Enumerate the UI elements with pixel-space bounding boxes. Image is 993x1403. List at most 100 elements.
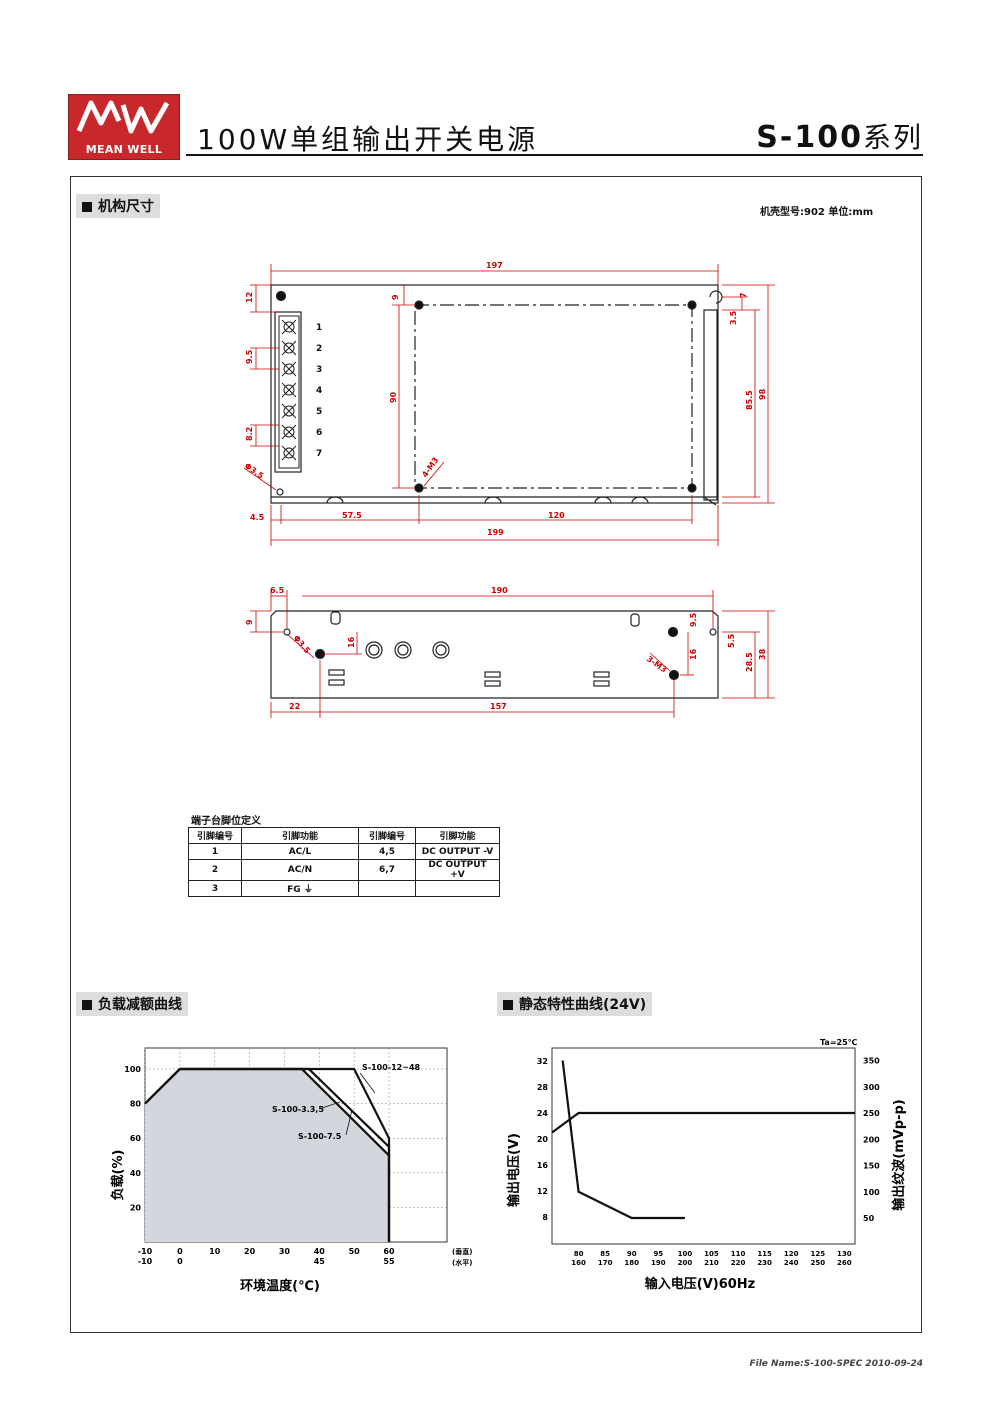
content-frame (70, 176, 922, 1333)
pin-header-3: 引脚编号 (358, 827, 416, 844)
static-plot-frame (551, 1047, 856, 1245)
static-xtick: 105 (704, 1250, 719, 1258)
pin-table-header: 引脚编号 引脚功能 引脚编号 引脚功能 (188, 827, 500, 844)
static-xtick-2: 230 (757, 1259, 772, 1267)
static-right-tick: 100 (863, 1188, 880, 1197)
dim-side-9: 9 (245, 619, 254, 625)
terminal-number-4: 4 (316, 386, 322, 396)
label-s100-3-3-5: S-100-3.3,5 (272, 1105, 324, 1114)
pin-cell: FG ⏚ (241, 880, 359, 897)
derating-xlabel: 环境温度(℃) (240, 1278, 320, 1294)
derating-xtick: 30 (279, 1247, 291, 1256)
static-right-tick: 300 (863, 1083, 880, 1092)
meanwell-logo: MEAN WELL (68, 94, 180, 160)
derating-xtick-2: 55 (383, 1257, 395, 1266)
dim-197: 197 (486, 261, 503, 270)
derating-ytick: 60 (130, 1134, 142, 1143)
static-section-title: 静态特性曲线(24V) (497, 992, 653, 1016)
dim-side-hole: Φ3.5 (291, 634, 312, 656)
pin-header-4: 引脚功能 (415, 827, 500, 844)
dim-7: 7 (739, 292, 748, 298)
derating-xtick-2: -10 (138, 1257, 153, 1266)
ripple-line (561, 1060, 685, 1220)
static-left-tick: 32 (537, 1057, 548, 1066)
static-left-tick: 8 (542, 1213, 548, 1222)
static-xtick: 110 (731, 1250, 746, 1258)
side-view-outline (270, 610, 719, 699)
static-xtick-2: 250 (810, 1259, 825, 1267)
dim-3-m3: 3-M3 (645, 654, 669, 674)
static-xtick-2: 240 (784, 1259, 799, 1267)
derating-ytick: 20 (130, 1203, 142, 1212)
static-xtick: 125 (810, 1250, 825, 1258)
static-xtick-2: 160 (571, 1259, 586, 1267)
dim-4-m3: 4-M3 (420, 456, 440, 480)
table-row: 3 FG ⏚ (188, 880, 500, 897)
pin-header-2: 引脚功能 (241, 827, 359, 844)
case-note: 机壳型号:902 单位:mm (760, 207, 874, 218)
dim-hole-3-5: Φ3.5 (243, 461, 266, 481)
dim-120: 120 (548, 511, 565, 520)
derating-section-title: 负载减额曲线 (76, 992, 188, 1016)
logo-brand-text: MEAN WELL (85, 143, 163, 156)
series-code: S-100 (756, 120, 863, 155)
axis-note-vertical: (垂直) (452, 1247, 472, 1256)
dim-28-5: 28.5 (745, 652, 754, 672)
static-xtick-2: 190 (651, 1259, 666, 1267)
static-right-tick: 350 (863, 1057, 880, 1066)
pin-cell: AC/N (241, 859, 359, 881)
derating-ytick: 40 (130, 1169, 142, 1178)
static-xtick: 130 (837, 1250, 852, 1258)
pin-cell (415, 880, 500, 897)
static-right-tick: 250 (863, 1109, 880, 1118)
derating-xtick: 20 (244, 1247, 256, 1256)
static-left-tick: 20 (537, 1135, 549, 1144)
derating-xtick: 60 (383, 1247, 395, 1256)
derating-ylabel: 负载(%) (110, 1150, 126, 1201)
label-s100-12-48: S-100-12~48 (362, 1063, 421, 1072)
side-view-drawing: 6.5 190 9 16 Φ3.5 3-M3 9.5 16 5.5 28.5 3… (245, 586, 775, 718)
dim-side-16: 16 (347, 636, 356, 648)
dim-38: 38 (758, 648, 767, 660)
pin-cell: 3 (188, 880, 242, 897)
pin-cell: AC/L (241, 843, 359, 860)
mechanical-title-text: 机构尺寸 (98, 199, 154, 215)
terminal-number-6: 6 (316, 428, 322, 438)
static-title-text: 静态特性曲线(24V) (519, 997, 647, 1013)
pin-table: 引脚编号 引脚功能 引脚编号 引脚功能 1 AC/L 4,5 DC OUTPUT… (188, 827, 500, 897)
static-xtick-2: 200 (678, 1259, 693, 1267)
ta-note: Ta=25℃ (820, 1038, 858, 1047)
mw-logo-icon (76, 100, 170, 134)
terminal-number-7: 7 (316, 449, 322, 459)
static-right-tick: 200 (863, 1135, 880, 1144)
pin-table-title: 端子台脚位定义 (191, 816, 261, 827)
pin-cell: DC OUTPUT -V (415, 843, 500, 860)
static-xtick: 120 (784, 1250, 799, 1258)
static-left-tick: 16 (537, 1161, 549, 1170)
dim-5-5: 5.5 (727, 633, 736, 648)
output-voltage-line (551, 1111, 855, 1134)
static-left-tick: 24 (537, 1109, 549, 1118)
top-view-drawing: 1 2 3 4 5 6 7 197 199 4.5 57.5 (243, 261, 775, 546)
static-xtick-2: 210 (704, 1259, 719, 1267)
dim-side-r16: 16 (689, 648, 698, 660)
dim-9-5: 9.5 (245, 349, 254, 364)
mechanical-section-title: 机构尺寸 (76, 194, 160, 218)
dim-199: 199 (487, 528, 504, 537)
static-xtick: 85 (600, 1250, 610, 1258)
side-dimension-lines (250, 590, 775, 718)
derating-xtick: 40 (314, 1247, 326, 1256)
static-xtick: 95 (653, 1250, 663, 1258)
static-xlabel: 输入电压(V)60Hz (645, 1276, 755, 1292)
pin-cell: DC OUTPUT +V (415, 859, 500, 881)
page-title: 100W单组输出开关电源 (197, 123, 539, 156)
dim-6-5: 6.5 (270, 586, 285, 595)
dim-157: 157 (490, 702, 507, 711)
dim-57-5: 57.5 (342, 511, 362, 520)
file-name-footer: File Name:S-100-SPEC 2010-09-24 (749, 1359, 923, 1369)
derating-area (145, 1069, 389, 1242)
static-left-tick: 28 (537, 1083, 549, 1092)
terminal-number-1: 1 (316, 323, 322, 333)
